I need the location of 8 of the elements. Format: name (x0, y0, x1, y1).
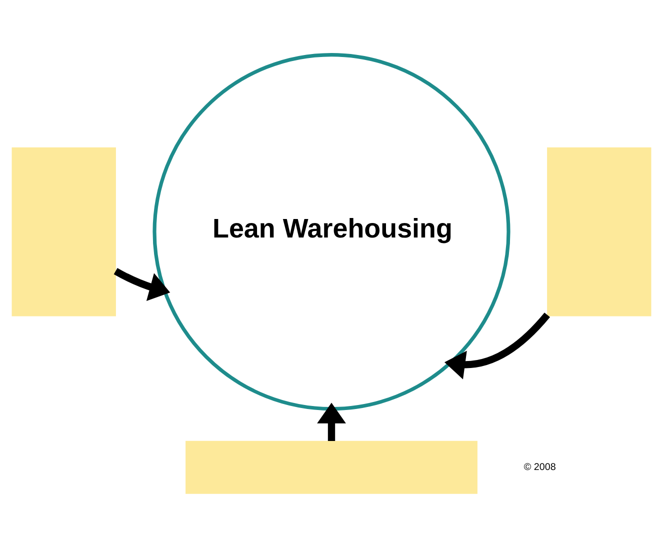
arrow (114, 268, 170, 301)
node-box (547, 147, 652, 316)
arrow (317, 402, 346, 441)
label: © 2008 (524, 462, 556, 473)
node-circle: Lean Warehousing (152, 53, 510, 411)
node-box (12, 147, 116, 316)
node-box (186, 440, 478, 494)
arrow (444, 312, 550, 380)
